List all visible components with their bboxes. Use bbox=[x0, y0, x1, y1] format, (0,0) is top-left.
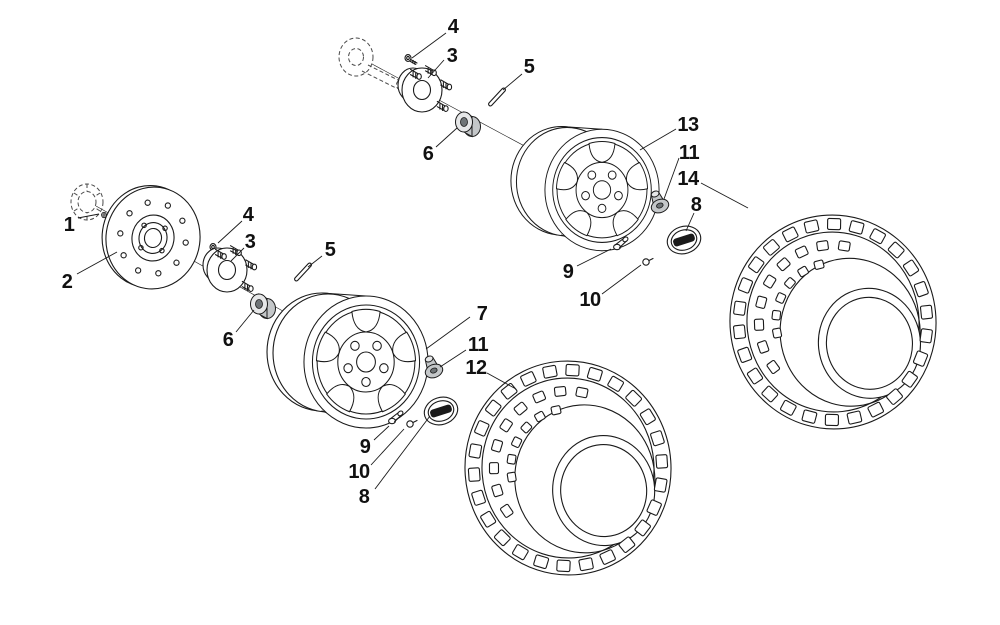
callout-6-lower: 6 bbox=[222, 329, 234, 351]
callout-12: 12 bbox=[465, 357, 487, 379]
center-cap-upper bbox=[663, 221, 705, 259]
callout-6-upper: 6 bbox=[422, 143, 434, 165]
axle-stub-upper bbox=[338, 37, 404, 90]
callout-13: 13 bbox=[677, 114, 699, 136]
callout-9-upper: 9 bbox=[562, 261, 574, 283]
callout-11-upper: 11 bbox=[678, 142, 700, 164]
callout-1: 1 bbox=[63, 214, 75, 236]
pin-lower bbox=[293, 261, 313, 283]
callout-14: 14 bbox=[677, 168, 699, 190]
brake-disc bbox=[94, 178, 208, 296]
callout-5-lower: 5 bbox=[324, 239, 336, 261]
callout-10-lower: 10 bbox=[348, 461, 370, 483]
callout-5-upper: 5 bbox=[523, 56, 535, 78]
callout-3-upper: 3 bbox=[446, 45, 458, 67]
spacer-upper bbox=[455, 111, 481, 137]
callout-10-upper: 10 bbox=[579, 289, 601, 311]
wheel-hub-upper bbox=[398, 66, 452, 112]
wheel-rim-upper bbox=[511, 127, 659, 251]
callout-7: 7 bbox=[476, 303, 488, 325]
center-cap-lower bbox=[420, 392, 462, 430]
valve-cap-upper bbox=[642, 257, 654, 266]
callout-3-lower: 3 bbox=[244, 231, 256, 253]
callout-2: 2 bbox=[61, 271, 73, 293]
callout-11-lower: 11 bbox=[467, 334, 489, 356]
leader-lines bbox=[76, 32, 749, 490]
callout-9-lower: 9 bbox=[359, 436, 371, 458]
tire-lower bbox=[457, 353, 679, 583]
pin-upper bbox=[487, 86, 507, 108]
callout-8-lower: 8 bbox=[358, 486, 370, 508]
tire-right bbox=[718, 204, 948, 440]
callout-4-upper: 4 bbox=[447, 16, 459, 38]
spacer-lower bbox=[250, 293, 276, 319]
valve-cap-lower bbox=[406, 419, 418, 428]
callout-4-lower: 4 bbox=[242, 204, 254, 226]
wheel-rim-lower bbox=[267, 293, 428, 428]
callout-8-upper: 8 bbox=[690, 194, 702, 216]
